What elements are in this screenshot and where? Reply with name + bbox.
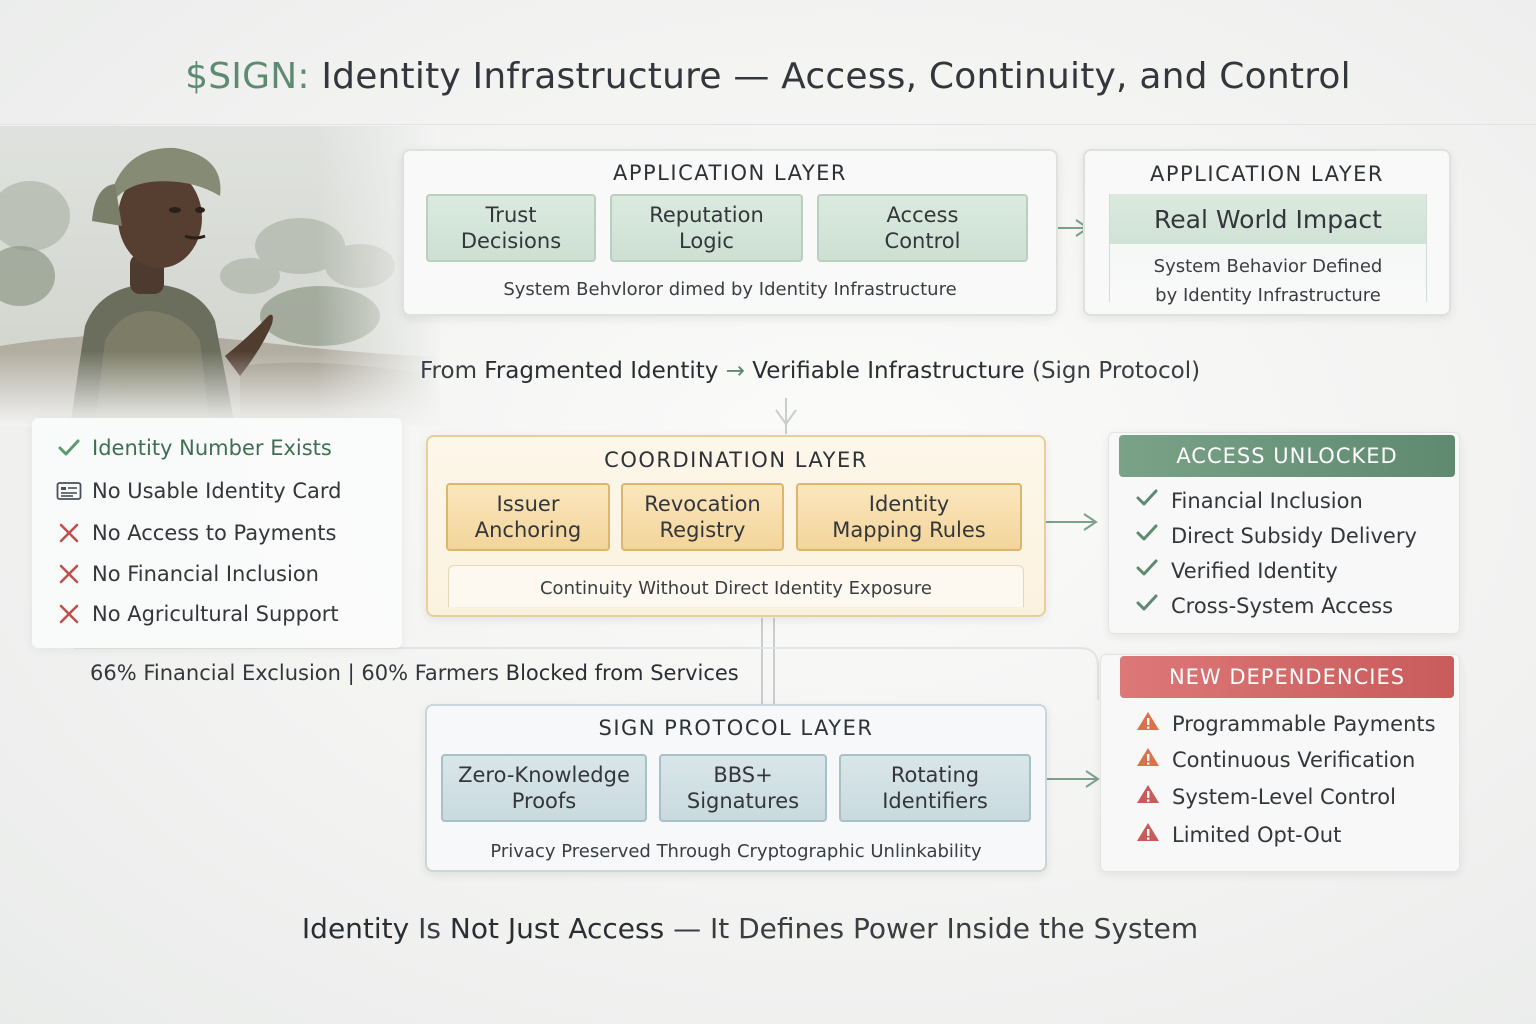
dependency-item: System-Level Control [1136,783,1396,810]
sign-protocol-layer-panel: SIGN PROTOCOL LAYER Zero-Knowledge Proof… [425,704,1047,872]
status-label: No Agricultural Support [92,602,339,626]
status-item: No Agricultural Support [56,602,339,626]
real-world-impact-box: Real World Impact System Behavior Define… [1109,194,1427,306]
coordination-layer-panel: COORDINATION LAYER Issuer Anchoring Revo… [426,435,1046,617]
stat-farmers: 60% Farmers [361,661,499,685]
issuer-anchoring-chip: Issuer Anchoring [446,483,610,551]
exclusion-stats: 66% Financial Exclusion | 60% Farmers Bl… [90,661,739,685]
farmer-photo [0,126,440,426]
tagline-not-just-access: Not Just Access [449,912,665,945]
access-unlocked-header: ACCESS UNLOCKED [1119,435,1455,477]
transition-arrow-icon: → [725,358,745,384]
status-label: No Access to Payments [92,521,337,545]
zero-knowledge-proofs-chip: Zero-Knowledge Proofs [441,754,647,822]
sign-protocol-layer-title: SIGN PROTOCOL LAYER [598,716,874,740]
check-icon [1135,523,1159,548]
new-dependencies-panel: NEW DEPENDENCIES Programmable Payments C… [1100,654,1460,872]
cross-icon [56,562,82,586]
rotating-identifiers-chip: Rotating Identifiers [839,754,1031,822]
page-title: $SIGN: Identity Infrastructure — Access,… [0,56,1536,97]
impact-description-line2: by Identity Infrastructure [1155,285,1381,306]
cross-icon [56,521,82,545]
status-item: No Access to Payments [56,521,336,545]
transition-protocol: (Sign Protocol) [1031,358,1201,384]
title-main: Identity Infrastructure — Access, Contin… [321,56,1351,97]
warning-icon [1136,746,1160,773]
stat-separator: | [347,661,355,685]
impact-description: System Behavior Defined by Identity Infr… [1110,252,1426,310]
access-unlocked-panel: ACCESS UNLOCKED Financial Inclusion Dire… [1108,432,1460,634]
title-accent: $SIGN: [185,56,310,97]
reputation-logic-chip: Reputation Logic [610,194,803,262]
access-control-chip: Access Control [817,194,1028,262]
application-layer-impact-title: APPLICATION LAYER [1149,162,1385,186]
application-layer-impact-panel: APPLICATION LAYER Real World Impact Syst… [1083,149,1451,316]
status-item: Identity Number Exists [56,436,332,460]
id-card-icon [56,479,82,503]
access-item: Direct Subsidy Delivery [1135,523,1417,548]
stat-financial-exclusion: 66% Financial Exclusion [90,661,341,685]
status-label: No Usable Identity Card [92,479,342,503]
impact-description-line1: System Behavior Defined [1153,256,1383,277]
warning-icon [1136,783,1160,810]
tagline-identity: Identity [301,912,410,945]
transition-subtitle: From Fragmented Identity → Verifiable In… [420,358,1200,384]
dependency-item: Limited Opt-Out [1136,821,1341,848]
bbs-signatures-chip: BBS+ Signatures [659,754,827,822]
access-item: Verified Identity [1135,558,1338,583]
title-divider [0,124,1536,125]
revocation-registry-chip: Revocation Registry [621,483,784,551]
check-icon [1135,488,1159,513]
transition-fragmented: Fragmented Identity [484,358,719,384]
tagline-is: Is [418,912,441,945]
coordination-layer-title: COORDINATION LAYER [604,448,868,472]
coordination-layer-caption: Continuity Without Direct Identity Expos… [539,578,933,599]
check-icon [1135,558,1159,583]
identity-mapping-rules-chip: Identity Mapping Rules [796,483,1022,551]
access-item-label: Verified Identity [1171,558,1338,583]
access-item-label: Cross-System Access [1171,593,1394,618]
application-layer-panel: APPLICATION LAYER Trust Decisions Reputa… [402,149,1058,316]
cross-icon [56,602,82,626]
access-item-label: Financial Inclusion [1171,488,1363,513]
new-dependencies-header: NEW DEPENDENCIES [1120,656,1454,698]
dependency-item-label: Limited Opt-Out [1172,822,1342,847]
status-item: No Financial Inclusion [56,562,319,586]
tagline: Identity Is Not Just Access — It Defines… [0,912,1500,945]
warning-icon [1136,821,1160,848]
dependency-item-label: Programmable Payments [1172,711,1436,736]
warning-icon [1136,710,1160,737]
transition-from: From [420,358,477,384]
check-icon [1135,593,1159,618]
stat-blocked: Blocked from Services [505,661,739,685]
dependency-item-label: System-Level Control [1172,784,1396,809]
access-item: Financial Inclusion [1135,488,1363,513]
coordination-caption-box [448,565,1024,607]
access-item: Cross-System Access [1135,593,1393,618]
farmer-photo-illustration [0,126,440,426]
identity-status-panel: Identity Number Exists No Usable Identit… [32,418,402,648]
status-item: No Usable Identity Card [56,479,341,503]
status-label: No Financial Inclusion [92,562,319,586]
dependency-item: Programmable Payments [1136,710,1436,737]
check-icon [56,436,82,460]
dependency-item-label: Continuous Verification [1172,747,1416,772]
sign-protocol-layer-caption: Privacy Preserved Through Cryptographic … [490,841,982,862]
access-item-label: Direct Subsidy Delivery [1171,523,1417,548]
application-layer-title: APPLICATION LAYER [612,161,848,185]
status-label: Identity Number Exists [92,436,332,460]
application-layer-caption: System Behvloror dimed by Identity Infra… [503,279,957,300]
trust-decisions-chip: Trust Decisions [426,194,596,262]
real-world-impact-label: Real World Impact [1110,194,1426,244]
transition-verifiable: Verifiable Infrastructure [752,358,1025,384]
tagline-rest: — It Defines Power Inside the System [673,912,1199,945]
dependency-item: Continuous Verification [1136,746,1415,773]
